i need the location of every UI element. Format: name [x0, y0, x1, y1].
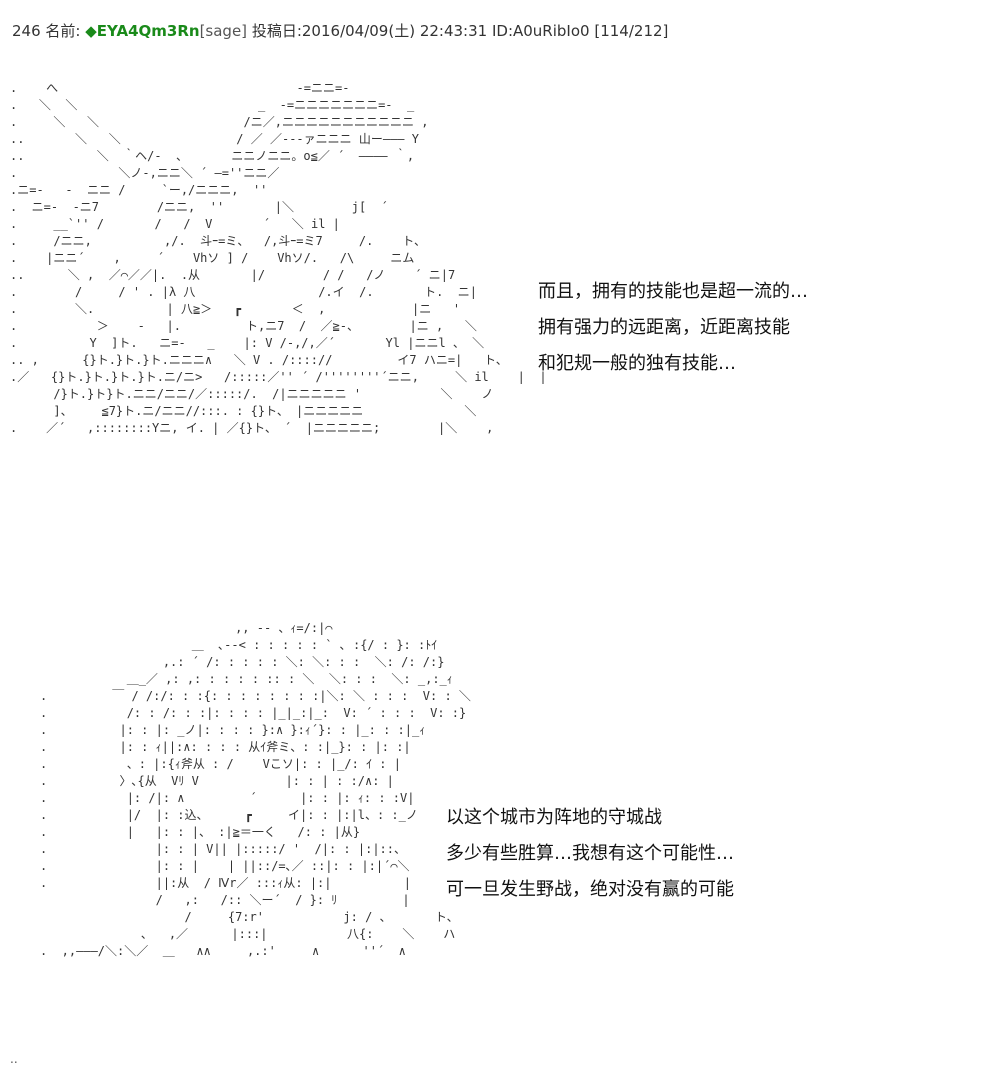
footer-dots: ..: [10, 1052, 18, 1066]
dialogue-block-1: 而且，拥有的技能也是超一流的… 拥有强力的远距离，近距离技能 和犯规一般的独有技…: [538, 274, 808, 382]
date-label: 投稿日:: [251, 22, 302, 40]
dialogue-line: 可一旦发生野战，绝对没有赢的可能: [446, 879, 734, 900]
dialogue-block-2: 以这个城市为阵地的守城战 多少有些胜算…我想有这个可能性… 可一旦发生野战，绝对…: [446, 800, 734, 908]
dialogue-line: 拥有强力的远距离，近距离技能: [538, 317, 790, 338]
ascii-art-warrior: . へ -=ニニ=- . ＼ ＼ _ -=ニニニニニニニ=- _ . ＼ ＼ /…: [10, 81, 547, 435]
post-counter: [114/212]: [594, 22, 669, 40]
poster-id[interactable]: ID:A0uRibIo0: [491, 22, 590, 40]
dialogue-line: 和犯规一般的独有技能…: [538, 353, 736, 374]
poster-name[interactable]: ◆EYA4Qm3Rn: [85, 22, 200, 40]
dialogue-line: 而且，拥有的技能也是超一流的…: [538, 281, 808, 302]
ascii-art-castle-girl: ,, -‐ 、ｨ=/:|⌒ ＿ ､-‐< : : : : : ` ､ :{/ :…: [40, 621, 471, 958]
dialogue-line: 以这个城市为阵地的守城战: [446, 807, 662, 828]
dialogue-line: 多少有些胜算…我想有这个可能性…: [446, 843, 734, 864]
mail-field: [sage]: [199, 22, 248, 40]
post-date: 2016/04/09(土) 22:43:31: [301, 22, 488, 40]
post-header: 246 名前: ◆EYA4Qm3Rn[sage] 投稿日:2016/04/09(…: [12, 20, 668, 41]
name-label: 名前:: [45, 22, 81, 40]
post-number: 246: [12, 22, 41, 40]
